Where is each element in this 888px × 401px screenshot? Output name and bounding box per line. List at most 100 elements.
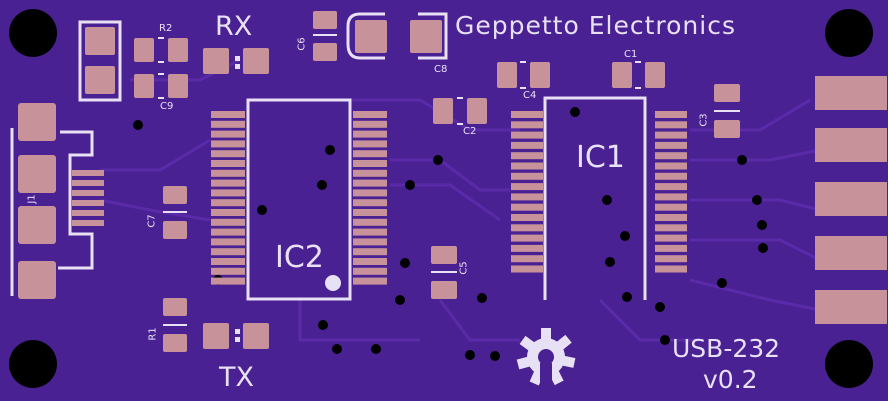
c2-label: C2	[463, 126, 477, 137]
copper-traces	[99, 58, 821, 342]
ic-pin-pad	[511, 214, 543, 221]
ic-pin-pad	[211, 248, 245, 256]
ic-pin-pad	[353, 277, 387, 285]
ic-pin-pad	[211, 199, 245, 207]
c2	[433, 97, 487, 125]
ic-pin-pad	[655, 224, 687, 232]
r2-c9	[134, 37, 188, 99]
ic-pin-pad	[511, 244, 543, 252]
component-top-left	[78, 20, 122, 102]
rx-label: RX	[215, 11, 253, 42]
ic-pin-pad	[655, 131, 687, 139]
ic-pin-pad	[211, 277, 245, 285]
ic-pin-pad	[353, 238, 387, 246]
brand-title: Geppetto Electronics	[455, 11, 736, 40]
ic-pin-pad	[511, 162, 543, 170]
ic-pin-pad	[211, 120, 245, 128]
ic-pin-pad	[353, 120, 387, 128]
c8-label: C8	[434, 64, 448, 75]
c6-label: C6	[296, 37, 308, 51]
ic-pin-pad	[353, 130, 387, 138]
rx-led	[203, 48, 269, 74]
ic-pin-pad	[353, 218, 387, 226]
mounting-holes	[9, 9, 873, 388]
ic-pin-pad	[511, 224, 543, 232]
ic-pin-pad	[511, 203, 543, 211]
ic-pin-pad	[511, 141, 543, 149]
ic-pin-pad	[511, 131, 543, 139]
ic-pin-pad	[353, 248, 387, 256]
ic-pin-pad	[211, 111, 245, 118]
ic-pin-pad	[353, 209, 387, 216]
ic-pin-pad	[211, 218, 245, 226]
ic-pin-pad	[511, 121, 543, 129]
ic-pin-pad	[211, 258, 245, 265]
ic-pin-pad	[655, 265, 687, 273]
c7	[163, 186, 187, 239]
ic-pin-pad	[211, 228, 245, 236]
ic-pin-pad	[211, 150, 245, 158]
ic-pin-pad	[353, 169, 387, 177]
ic-pin-pad	[211, 140, 245, 148]
c5	[431, 246, 457, 299]
c4	[497, 61, 550, 89]
ic-pin-pad	[211, 169, 245, 177]
vias	[133, 107, 768, 361]
ic-pin-pad	[511, 234, 543, 242]
ic-pin-pad	[211, 179, 245, 187]
ic-pin-pad	[655, 234, 687, 242]
ic2	[211, 98, 387, 301]
ic-pin-pad	[655, 255, 687, 263]
c5-label: C5	[458, 261, 470, 275]
c3-label: C3	[698, 113, 710, 127]
ic-pin-pad	[511, 152, 543, 160]
edge-connector	[815, 76, 887, 324]
ic-pin-pad	[655, 193, 687, 201]
version-label: v0.2	[703, 365, 758, 394]
ic-pin-pad	[211, 238, 245, 246]
ic-pin-pad	[655, 152, 687, 160]
ic-pin-pad	[353, 258, 387, 265]
connector-j1	[10, 103, 104, 299]
ic-pin-pad	[655, 244, 687, 252]
ic-pin-pad	[211, 267, 245, 275]
c3	[714, 84, 740, 138]
ic-pin-pad	[353, 150, 387, 158]
ic-pin-pad	[511, 183, 543, 191]
ic-pin-pad	[211, 130, 245, 138]
ic-pin-pad	[655, 214, 687, 221]
ic-pin-pad	[655, 111, 687, 118]
r2-label: R2	[159, 23, 173, 34]
ic-pin-pad	[353, 140, 387, 148]
product-name: USB-232	[672, 334, 781, 363]
ic-pin-pad	[211, 209, 245, 216]
ic-pin-pad	[211, 160, 245, 167]
r1-label: R1	[147, 327, 159, 341]
c1	[612, 61, 665, 89]
ic-pin-pad	[353, 179, 387, 187]
c1-label: C1	[624, 49, 638, 60]
c4-label: C4	[523, 90, 537, 101]
ic2-label: IC2	[275, 240, 324, 275]
ic-pin-pad	[353, 160, 387, 167]
ic-pin-pad	[655, 162, 687, 170]
ic-pin-pad	[511, 172, 543, 180]
tx-label: TX	[219, 362, 254, 393]
open-hardware-gear-icon	[516, 328, 576, 386]
c7-label: C7	[146, 214, 158, 228]
ic-pin-pad	[353, 228, 387, 236]
r1-tx	[163, 298, 269, 352]
ic-pin-pad	[655, 203, 687, 211]
c9-label: C9	[160, 101, 174, 112]
ic-pin-pad	[655, 121, 687, 129]
ic-pin-pad	[511, 265, 543, 273]
ic-pin-pad	[655, 183, 687, 191]
ic-pin-pad	[511, 193, 543, 201]
ic1	[511, 96, 687, 300]
c6	[313, 11, 337, 61]
ic-pin-pad	[655, 141, 687, 149]
ic-pin-pad	[211, 189, 245, 197]
crystal	[346, 12, 448, 60]
